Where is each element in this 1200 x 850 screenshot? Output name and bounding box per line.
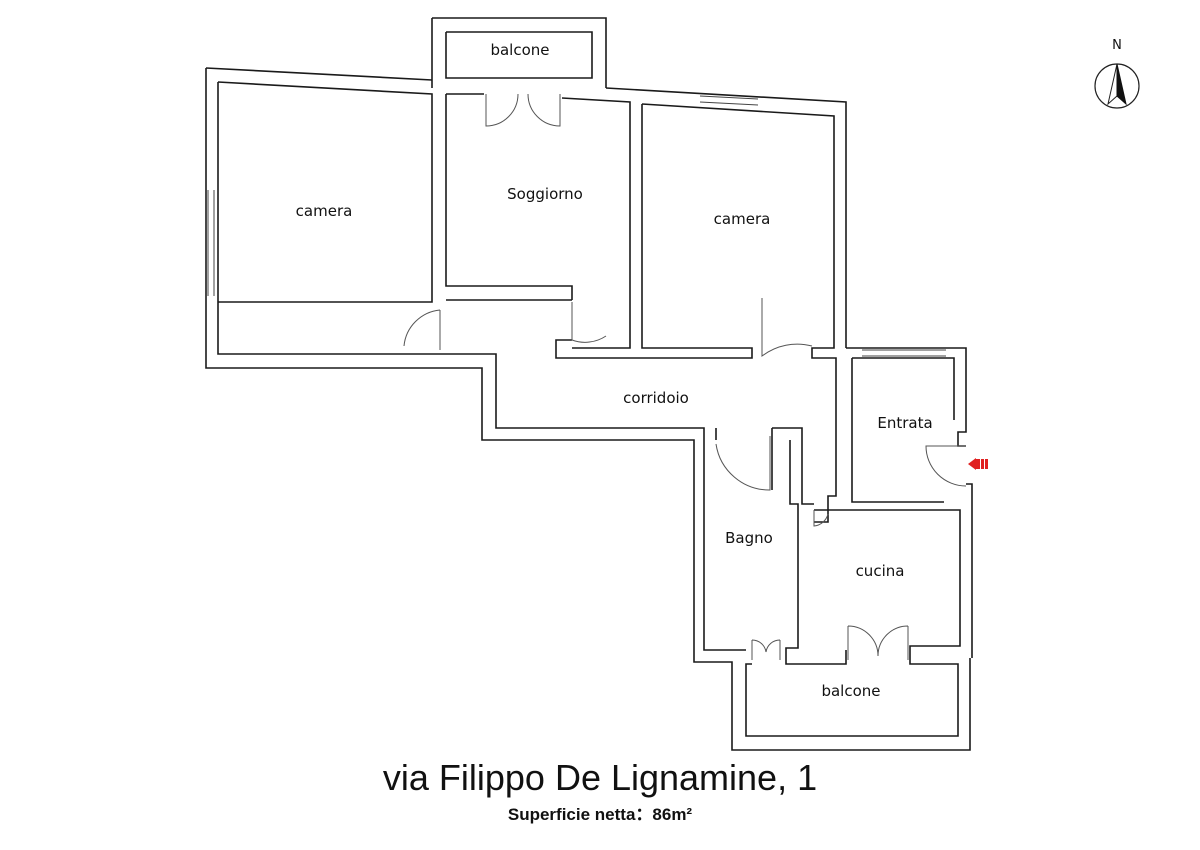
surface-area-label: Superficie netta：86m² bbox=[507, 805, 693, 824]
north-compass-icon: N bbox=[1094, 38, 1140, 109]
compass-north-label: N bbox=[1112, 38, 1122, 53]
outer-walls bbox=[205, 17, 973, 751]
door-swings bbox=[403, 93, 967, 660]
room-label-balcone-bottom: balcone bbox=[821, 682, 880, 700]
room-label-camera-right: camera bbox=[714, 210, 771, 228]
room-label-bagno: Bagno bbox=[725, 529, 773, 547]
room-label-corridoio: corridoio bbox=[623, 389, 689, 407]
room-label-camera-left: camera bbox=[296, 202, 353, 220]
room-label-soggiorno: Soggiorno bbox=[507, 185, 583, 203]
windows bbox=[207, 95, 946, 357]
entrance-arrow-icon bbox=[968, 458, 988, 470]
room-label-entrata: Entrata bbox=[877, 414, 932, 432]
room-label-cucina: cucina bbox=[856, 562, 905, 580]
room-label-balcone-top: balcone bbox=[490, 41, 549, 59]
address-title: via Filippo De Lignamine, 1 bbox=[382, 757, 818, 798]
